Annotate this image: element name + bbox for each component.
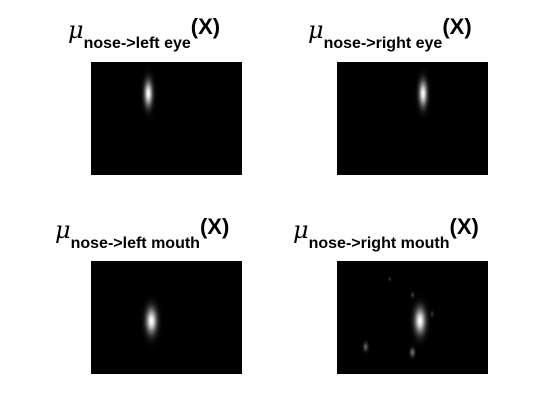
heatmap-nose-left-eye (91, 62, 242, 175)
title-argument: (X) (442, 14, 472, 39)
title-subscript: nose->right eye (323, 35, 443, 52)
panel-title-left-eye: μnose->left eye(X) (68, 16, 220, 52)
title-subscript: nose->right mouth (308, 235, 450, 252)
title-argument: (X) (190, 14, 221, 39)
heatmap-nose-right-mouth (337, 261, 488, 374)
heatmap-nose-left-mouth (91, 261, 242, 374)
mu-symbol: μ (55, 216, 71, 244)
panel-title-right-eye: μnose->right eye(X) (308, 16, 472, 52)
panel-title-left-mouth: μnose->left mouth(X) (55, 216, 229, 252)
mu-symbol: μ (308, 16, 324, 44)
panel-title-right-mouth: μnose->right mouth(X) (293, 216, 479, 252)
heatmap-nose-right-eye (337, 62, 488, 175)
title-argument: (X) (449, 214, 479, 239)
title-subscript: nose->left mouth (70, 235, 200, 252)
mu-symbol: μ (68, 16, 84, 44)
title-argument: (X) (199, 214, 230, 239)
title-subscript: nose->left eye (83, 35, 191, 52)
mu-symbol: μ (293, 216, 309, 244)
